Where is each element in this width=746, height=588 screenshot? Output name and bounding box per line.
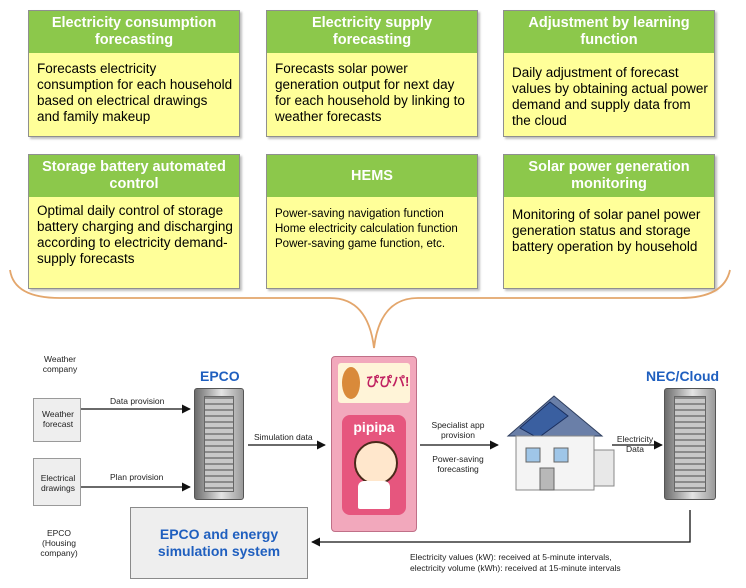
electrical-drawings-label: Electrical drawings xyxy=(40,473,76,493)
nec-cloud-title: NEC/Cloud xyxy=(646,368,720,384)
feature-body: Daily adjustment of forecast values by o… xyxy=(512,65,708,128)
interval-line-2: electricity volume (kWh): received at 15… xyxy=(410,563,621,573)
hems-line-2: Home electricity calculation function xyxy=(275,223,458,235)
electrical-drawings-box: Electrical drawings xyxy=(33,458,81,506)
specialist-app-label: Specialist app provision xyxy=(431,420,485,440)
feature-title: Electricity consumption forecasting xyxy=(29,11,239,53)
simulation-system-box: EPCO and energy simulation system xyxy=(130,507,308,579)
feature-title: Storage battery automated control xyxy=(29,155,239,197)
feature-body: Power-saving navigation function Home el… xyxy=(267,197,477,256)
feature-body: Optimal daily control of storage battery… xyxy=(37,203,233,266)
feature-title: Solar power generation monitoring xyxy=(504,155,714,197)
feature-title: Adjustment by learning function xyxy=(504,11,714,53)
feature-consumption-forecasting: Electricity consumption forecasting Fore… xyxy=(28,10,240,137)
hems-line-3: Power-saving game function, etc. xyxy=(275,238,446,250)
feature-supply-forecasting: Electricity supply forecasting Forecasts… xyxy=(266,10,478,137)
weather-forecast-label: Weather forecast xyxy=(42,409,74,429)
feature-title: Electricity supply forecasting xyxy=(267,11,477,53)
housing-company-label: EPCO (Housing company) xyxy=(40,528,78,558)
pipipa-app-icon: ぴぴパ! pipipa xyxy=(331,356,417,532)
power-saving-label: Power-saving forecasting xyxy=(432,454,484,474)
weather-company-label: Weather company xyxy=(42,354,78,374)
interval-line-1: Electricity values (kW): received at 5-m… xyxy=(410,552,612,562)
feature-hems: HEMS Power-saving navigation function Ho… xyxy=(266,154,478,289)
data-provision-label: Data provision xyxy=(110,396,165,406)
feature-title: HEMS xyxy=(267,155,477,197)
feature-body: Forecasts solar power generation output … xyxy=(275,61,465,124)
cloud-server-icon xyxy=(664,388,716,500)
electricity-data-label: Electricity Data xyxy=(616,434,654,454)
plan-provision-label: Plan provision xyxy=(110,472,164,482)
simulation-data-label: Simulation data xyxy=(254,432,313,442)
feature-solar-monitoring: Solar power generation monitoring Monito… xyxy=(503,154,715,289)
feature-battery-control: Storage battery automated control Optima… xyxy=(28,154,240,289)
feature-learning-adjustment: Adjustment by learning function Daily ad… xyxy=(503,10,715,137)
epco-title: EPCO xyxy=(200,368,240,384)
house-icon xyxy=(506,395,615,491)
weather-forecast-box: Weather forecast xyxy=(33,398,81,442)
epco-server-icon xyxy=(194,388,244,500)
feature-body: Forecasts electricity consumption for ea… xyxy=(37,61,233,124)
feature-body: Monitoring of solar panel power generati… xyxy=(512,207,701,254)
app-name: pipipa xyxy=(353,419,395,435)
simulation-system-label: EPCO and energy simulation system xyxy=(157,526,281,559)
hems-line-1: Power-saving navigation function xyxy=(275,208,444,220)
